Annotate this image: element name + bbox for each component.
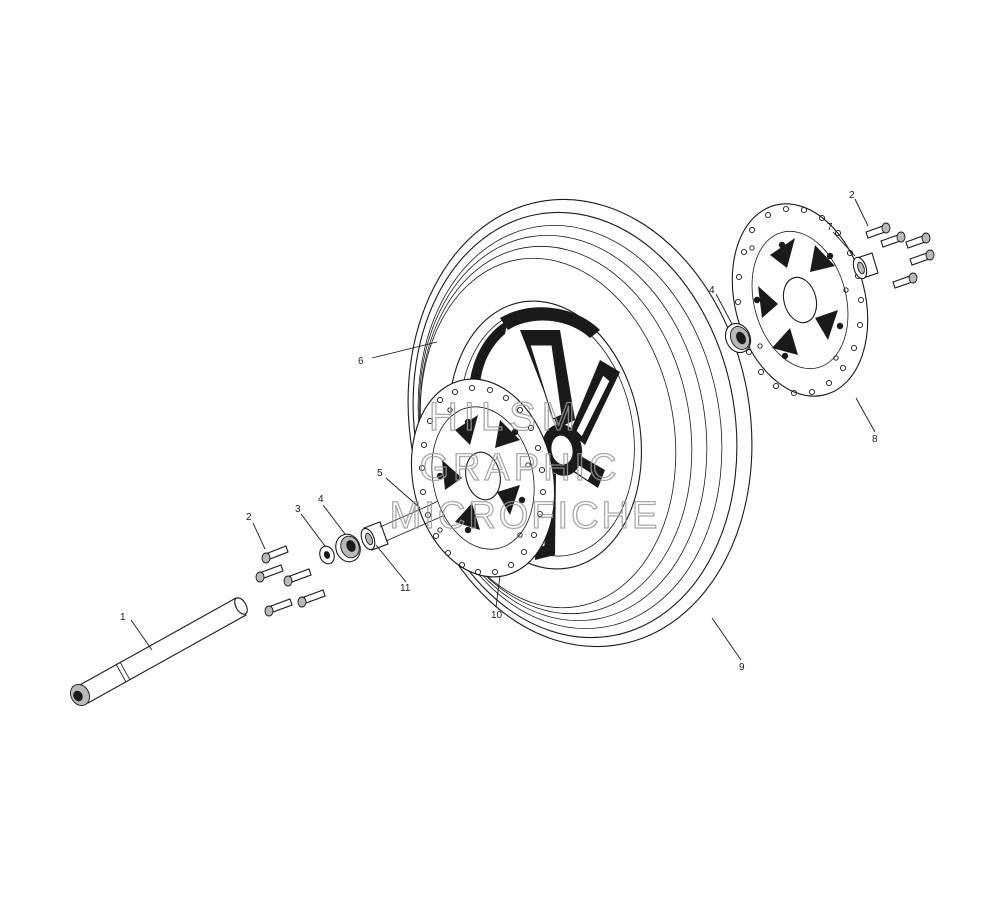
callout-2-right: 2 <box>849 190 855 201</box>
callout-4-right: 4 <box>709 285 715 296</box>
disc-right-carrier <box>753 238 844 360</box>
bolt <box>255 564 284 583</box>
watermark-line-2: GRAPHIC <box>419 447 620 489</box>
bolt <box>905 232 931 249</box>
bolts-left <box>255 545 326 617</box>
bushing-left <box>360 521 389 551</box>
brake-disc-left <box>410 378 556 578</box>
disc-left-carrier <box>436 415 526 534</box>
callout-7: 7 <box>827 222 833 233</box>
bolt <box>261 545 289 564</box>
callout-11: 11 <box>400 583 411 594</box>
hub-spacer-sleeve <box>379 500 446 542</box>
disc-left-vent-holes <box>418 384 547 576</box>
watermark-line-3: MICROFICHE <box>390 495 661 537</box>
brake-disc-right <box>731 203 869 397</box>
bearing-left <box>335 533 361 563</box>
bolt <box>909 249 935 266</box>
spacer-right <box>852 252 879 280</box>
callout-1: 1 <box>120 612 126 623</box>
watermark-line-1: HILSM <box>429 395 581 439</box>
callout-labels: 1 2 2 3 4 4 5 6 7 8 9 10 11 <box>120 190 878 673</box>
callout-3: 3 <box>295 504 301 515</box>
callout-8: 8 <box>872 434 878 445</box>
front-axle <box>70 597 248 706</box>
callout-6: 6 <box>358 356 364 367</box>
watermark: HILSM GRAPHIC MICROFICHE <box>389 394 661 537</box>
spacer-left <box>319 545 335 565</box>
callout-2-left: 2 <box>246 512 252 523</box>
bolts-right <box>865 222 935 289</box>
bolt <box>264 598 293 617</box>
bearing-right <box>724 322 752 354</box>
bolt <box>297 589 326 608</box>
bolt <box>892 272 918 289</box>
callout-9: 9 <box>739 662 745 673</box>
callout-10: 10 <box>491 610 503 621</box>
leader-lines <box>130 198 876 661</box>
bolt <box>865 222 891 239</box>
callout-5: 5 <box>377 468 383 479</box>
bolt <box>283 568 312 587</box>
callout-4-left: 4 <box>318 494 324 505</box>
bolt <box>880 231 906 248</box>
